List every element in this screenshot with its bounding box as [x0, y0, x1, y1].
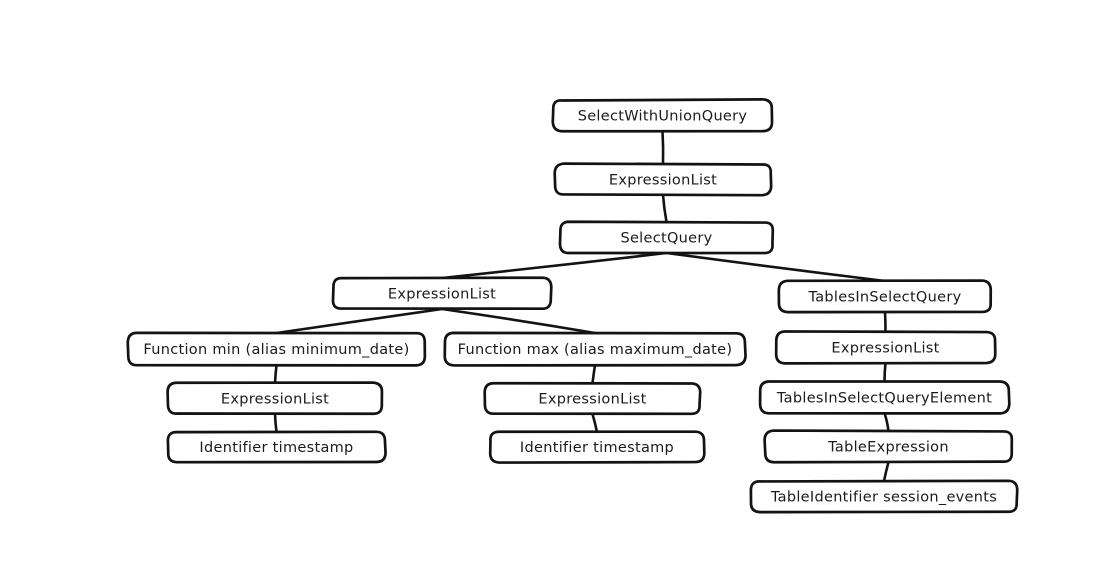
- tree-node[interactable]: Function min (alias minimum_date): [126, 331, 427, 367]
- node-label: TableExpression: [827, 440, 949, 456]
- tree-node[interactable]: ExpressionList: [553, 162, 773, 197]
- edge-n6-n9: [591, 363, 597, 385]
- node-box: [749, 479, 1019, 514]
- node-label: ExpressionList: [609, 173, 717, 189]
- node-label: TableIdentifier session_events: [770, 490, 997, 506]
- node-label: TablesInSelectQueryElement: [776, 391, 992, 407]
- node-box: [166, 430, 387, 464]
- tree-node[interactable]: Function max (alias maximum_date): [443, 331, 747, 367]
- node-label: Function max (alias maximum_date): [458, 342, 733, 358]
- tree-node[interactable]: TablesInSelectQueryElement: [758, 380, 1011, 415]
- node-box: [443, 331, 747, 367]
- tree-node[interactable]: TableExpression: [763, 429, 1014, 464]
- node-box: [126, 331, 427, 367]
- node-box: [553, 162, 773, 197]
- node-box: [558, 220, 775, 255]
- edge-n2-n3: [440, 251, 668, 280]
- nodes-layer: SelectWithUnionQueryExpressionListSelect…: [126, 98, 1019, 514]
- tree-node[interactable]: ExpressionList: [166, 381, 384, 416]
- node-box: [483, 381, 702, 416]
- edge-n5-n8: [273, 363, 278, 385]
- node-box: [166, 381, 384, 416]
- node-label: Function min (alias minimum_date): [143, 342, 409, 358]
- edge-n1-n2: [661, 193, 668, 224]
- tree-node[interactable]: TablesInSelectQuery: [777, 279, 993, 314]
- node-label: SelectWithUnionQuery: [578, 109, 748, 125]
- node-label: ExpressionList: [388, 287, 496, 303]
- tree-node[interactable]: TableIdentifier session_events: [749, 479, 1019, 514]
- tree-node[interactable]: SelectWithUnionQuery: [551, 98, 774, 133]
- node-label: TablesInSelectQuery: [807, 290, 961, 306]
- tree-node[interactable]: ExpressionList: [774, 330, 997, 365]
- edge-n3-n5: [275, 307, 444, 335]
- tree-node[interactable]: ExpressionList: [483, 381, 702, 416]
- edge-n2-n4: [665, 251, 887, 283]
- node-box: [763, 429, 1014, 464]
- edge-n10-n13: [883, 411, 890, 433]
- tree-node[interactable]: SelectQuery: [558, 220, 775, 255]
- edge-n0-n1: [661, 129, 665, 166]
- edge-n7-n10: [883, 361, 887, 384]
- edge-n3-n6: [440, 307, 597, 335]
- edges-layer: [273, 129, 890, 483]
- node-box: [774, 330, 997, 365]
- node-box: [551, 98, 774, 133]
- tree-node[interactable]: Identifier timestamp: [166, 430, 387, 464]
- edge-n4-n7: [883, 310, 887, 334]
- tree-node[interactable]: ExpressionList: [331, 276, 553, 311]
- node-box: [488, 430, 706, 464]
- edge-n9-n12: [591, 412, 599, 434]
- node-label: Identifier timestamp: [199, 440, 353, 456]
- node-label: Identifier timestamp: [520, 440, 674, 456]
- node-box: [758, 380, 1011, 415]
- node-label: SelectQuery: [620, 231, 712, 247]
- edge-n8-n11: [273, 412, 278, 434]
- node-label: ExpressionList: [831, 341, 939, 357]
- tree-node[interactable]: Identifier timestamp: [488, 430, 706, 464]
- node-label: ExpressionList: [221, 392, 329, 408]
- node-box: [331, 276, 553, 311]
- node-label: ExpressionList: [538, 392, 646, 408]
- node-box: [777, 279, 993, 314]
- edge-n13-n14: [882, 460, 890, 483]
